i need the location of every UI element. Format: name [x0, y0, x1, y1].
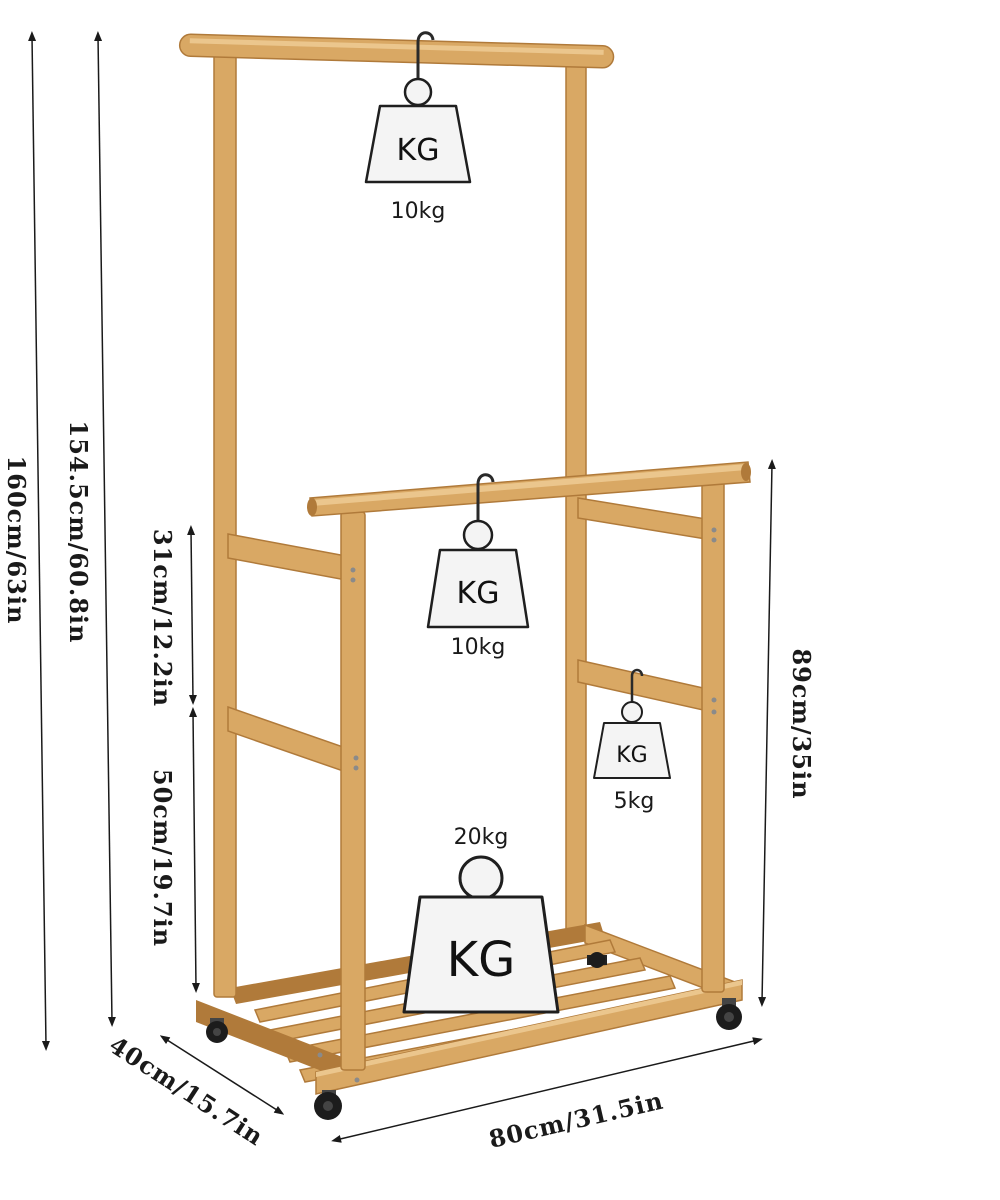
- upper-left-crossbar: [227, 533, 347, 581]
- front-right-post: [701, 481, 725, 993]
- lower-right-crossbar: [577, 659, 713, 713]
- weight-icon: [426, 548, 530, 629]
- weight-handle: [621, 701, 643, 723]
- weight-kg-label: KG: [457, 576, 500, 611]
- rear-right-post: [565, 61, 587, 933]
- weight-handle: [403, 77, 433, 107]
- wheel: [587, 952, 607, 968]
- weight-label: 10kg: [391, 199, 446, 224]
- weight-icon: [402, 895, 560, 1014]
- weight-label: 5kg: [614, 789, 655, 814]
- width-label: 80cm/31.5in: [486, 1086, 666, 1154]
- top-hanging-rail: [178, 33, 615, 69]
- rail-height-line: [94, 31, 116, 1027]
- lower-left-crossbar: [227, 705, 347, 774]
- upper-gap-line: [187, 525, 197, 705]
- weight-handle: [458, 855, 504, 901]
- hook-icon: [476, 473, 495, 534]
- hook-icon: [416, 31, 435, 92]
- lower-rack-height-label: 89cm/35in: [787, 648, 816, 799]
- hook-icon: [630, 668, 644, 702]
- weight-handle: [462, 519, 494, 551]
- weight-kg-label: KG: [616, 743, 647, 768]
- depth-line: [159, 1035, 285, 1115]
- weight-kg-label: KG: [397, 133, 440, 168]
- depth-label: 40cm/15.7in: [104, 1030, 269, 1151]
- weight-label: 10kg: [451, 635, 506, 660]
- lower-gap-label: 50cm/19.7in: [148, 769, 177, 947]
- weight-kg-label: KG: [447, 932, 516, 988]
- weight-middle-rail: KG 10kg: [426, 473, 530, 660]
- width-line: [331, 1037, 763, 1143]
- weight-icon: [364, 104, 472, 184]
- wheel: [716, 998, 742, 1030]
- total-height-line: [28, 31, 50, 1051]
- weight-shelf: 20kg KG: [402, 825, 560, 1014]
- weight-top-rail: KG 10kg: [364, 31, 472, 224]
- weight-icon: [593, 722, 671, 779]
- rail-height-label: 154.5cm/60.8in: [64, 421, 93, 644]
- dimension-lines: [28, 31, 776, 1143]
- weight-side-bar: KG 5kg: [593, 668, 671, 814]
- weight-label: 20kg: [454, 825, 509, 850]
- rear-left-post: [213, 51, 237, 998]
- upper-right-crossbar: [577, 497, 713, 541]
- wheel: [314, 1090, 342, 1120]
- lower-gap-line: [189, 707, 200, 993]
- lower-rack-height-line: [758, 459, 776, 1007]
- front-left-post: [340, 511, 366, 1071]
- middle-hanging-rail: [307, 461, 751, 517]
- total-height-label: 160cm/63in: [2, 456, 31, 625]
- upper-gap-label: 31cm/12.2in: [148, 529, 177, 707]
